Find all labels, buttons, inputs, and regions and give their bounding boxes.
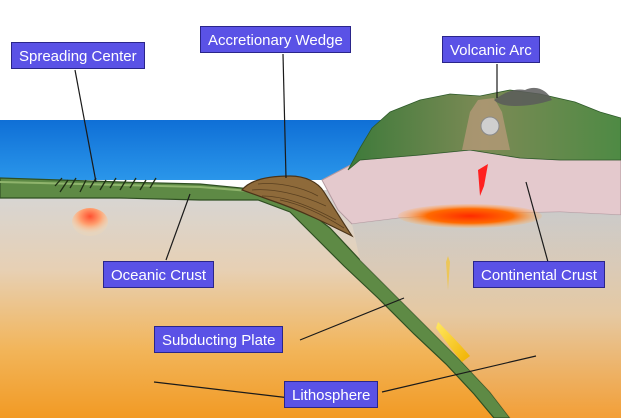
rising-melt xyxy=(446,256,450,290)
leader-accretionary-wedge xyxy=(282,53,287,179)
spreading-fractures xyxy=(54,177,157,193)
accretionary-wedge-shape xyxy=(241,175,354,238)
volcano-crater xyxy=(480,116,500,136)
label-lithosphere: Lithosphere xyxy=(284,381,379,408)
label-spreading-center: Spreading Center xyxy=(11,42,145,69)
leader-continental-crust xyxy=(525,181,549,263)
leader-subducting-plate xyxy=(299,297,405,341)
leader-lithosphere-right xyxy=(381,355,537,393)
slab-melt xyxy=(436,322,470,362)
magma-chamber xyxy=(398,204,542,228)
leader-spreading-center xyxy=(74,69,97,183)
leader-lithosphere-left xyxy=(153,381,291,399)
mantle-plume xyxy=(72,208,108,236)
leader-lines xyxy=(74,53,549,399)
leader-oceanic-crust xyxy=(165,193,191,261)
magma-conduit xyxy=(478,164,488,196)
label-continental-crust: Continental Crust xyxy=(473,261,605,288)
ash-plume xyxy=(494,87,552,106)
label-oceanic-crust: Oceanic Crust xyxy=(103,261,215,288)
wedge-strata xyxy=(251,183,345,229)
label-volcanic-arc: Volcanic Arc xyxy=(442,36,540,63)
label-subducting-plate: Subducting Plate xyxy=(154,326,284,353)
label-accretionary-wedge: Accretionary Wedge xyxy=(200,26,351,53)
